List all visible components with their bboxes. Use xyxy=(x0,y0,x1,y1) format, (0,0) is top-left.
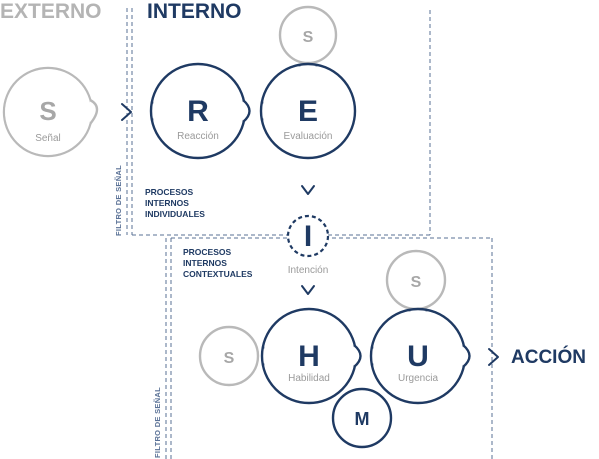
senal-node: S Señal xyxy=(2,66,99,158)
externo-heading: EXTERNO xyxy=(0,0,102,23)
procesos-individuales-label: PROCESOS INTERNOS INDIVIDUALES xyxy=(145,187,205,219)
internal-region-boundary xyxy=(126,8,431,236)
evaluacion-label: Evaluación xyxy=(284,131,333,142)
m-letter: M xyxy=(355,409,370,429)
chevron-right-icon xyxy=(121,103,132,121)
intencion-node: I Intención xyxy=(286,214,330,276)
reaccion-node: R Reacción xyxy=(149,62,251,160)
urgencia-node: U Urgencia xyxy=(369,307,471,405)
s-left-letter: S xyxy=(224,350,235,367)
s-left-node: S xyxy=(198,325,260,387)
s-mid-letter: S xyxy=(411,274,422,291)
evaluacion-letter: E xyxy=(298,95,318,128)
s-top-node: S xyxy=(278,5,338,65)
intencion-letter: I xyxy=(304,220,312,253)
habilidad-label: Habilidad xyxy=(288,373,330,384)
chevron-down-icon xyxy=(301,285,315,295)
filtro-senal-label: FILTRO DE SEÑAL xyxy=(153,387,162,458)
contextual-region-boundary xyxy=(165,237,493,459)
interno-heading: INTERNO xyxy=(147,0,242,23)
accion-heading: ACCIÓN xyxy=(511,346,586,368)
procesos-contextuales-label: PROCESOS INTERNOS CONTEXTUALES xyxy=(183,247,253,279)
urgencia-letter: U xyxy=(407,340,429,373)
evaluacion-node: E Evaluación xyxy=(259,62,357,160)
urgencia-label: Urgencia xyxy=(398,373,438,384)
intencion-label: Intención xyxy=(288,265,329,276)
s-mid-node: S xyxy=(385,249,447,311)
senal-letter: S xyxy=(39,96,56,126)
filtro-senal-label: FILTRO DE SEÑAL xyxy=(114,165,123,236)
habilidad-letter: H xyxy=(298,340,320,373)
reaccion-letter: R xyxy=(187,95,209,128)
chevron-down-icon xyxy=(301,185,315,195)
s-top-letter: S xyxy=(303,29,314,46)
reaccion-label: Reacción xyxy=(177,131,219,142)
senal-label: Señal xyxy=(35,133,61,144)
chevron-right-icon xyxy=(488,348,499,366)
habilidad-node: H Habilidad xyxy=(260,307,362,405)
m-node: M xyxy=(331,387,393,449)
